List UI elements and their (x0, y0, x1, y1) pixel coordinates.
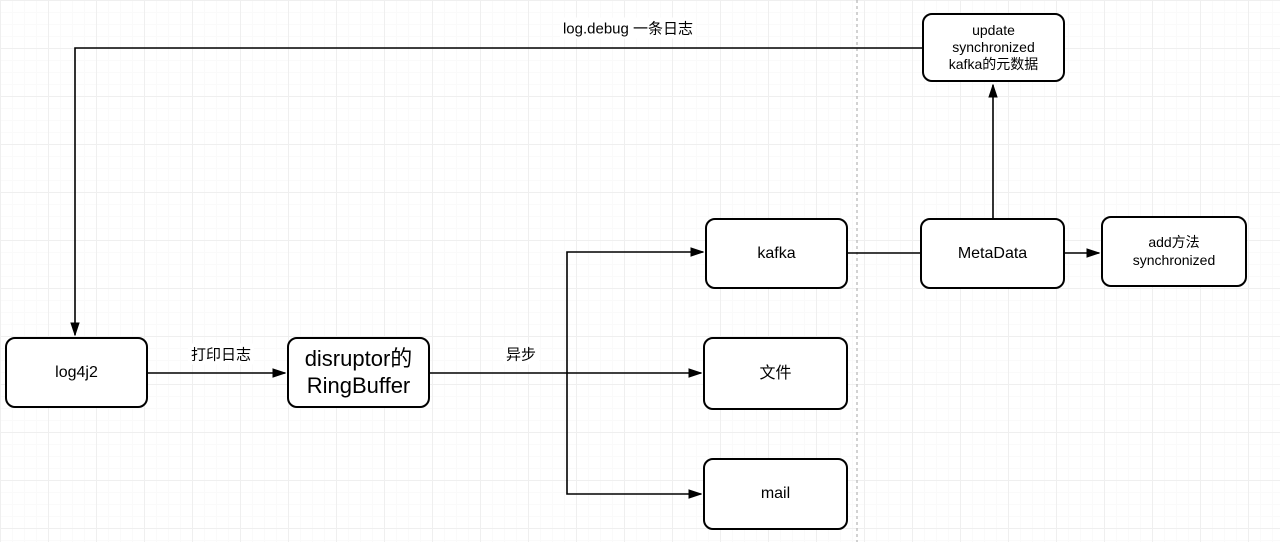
edge-branch-to-kafka (566, 252, 703, 373)
edge-branch-to-mail (566, 373, 701, 494)
edge-label-print-log: 打印日志 (187, 343, 255, 365)
node-update-synchronized: update synchronized kafka的元数据 (922, 13, 1065, 82)
node-mail: mail (703, 458, 848, 530)
node-metadata: MetaData (920, 218, 1065, 289)
edge-label-log-debug: log.debug 一条日志 (559, 17, 697, 39)
node-log4j2: log4j2 (5, 337, 148, 408)
node-kafka: kafka (705, 218, 848, 289)
node-file: 文件 (703, 337, 848, 410)
edge-label-async: 异步 (502, 343, 540, 365)
edge-update-to-log4j2 (75, 47, 922, 335)
node-add-synchronized: add方法 synchronized (1101, 216, 1247, 287)
node-disruptor-ringbuffer: disruptor的 RingBuffer (287, 337, 430, 408)
